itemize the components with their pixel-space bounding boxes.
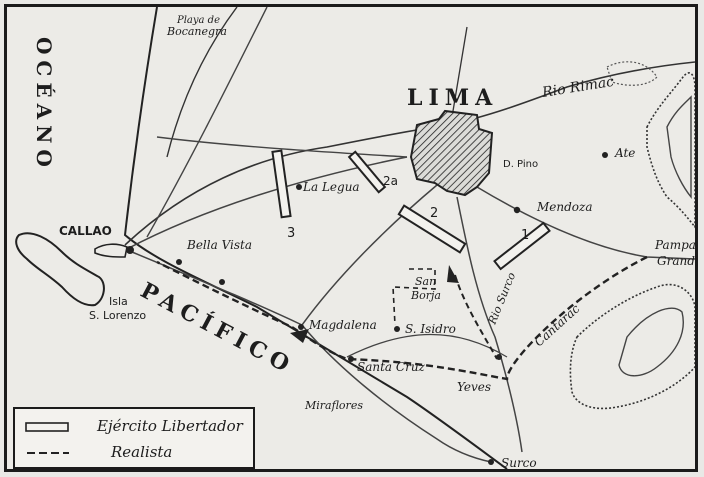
label-slorenzo: S. Lorenzo (89, 309, 146, 322)
label-isla: Isla (109, 295, 128, 308)
callao-point (94, 243, 128, 258)
legend-libertador-symbol (25, 422, 69, 432)
label-bocanegra: Bocanegra (166, 25, 227, 38)
position-3 (271, 149, 292, 219)
realista-route-north (454, 274, 498, 360)
arrow-magdalena (290, 329, 309, 343)
label-yeves: Yeves (457, 380, 491, 394)
road-north-callao (146, 7, 268, 238)
map-frame: LIMA Rio Rimac Playa de Bocanegra OCÉANO… (4, 4, 698, 472)
dot-callao (126, 246, 134, 254)
mountain-range-south-inner (618, 307, 684, 377)
label-ate: Ate (614, 146, 635, 160)
map-canvas: LIMA Rio Rimac Playa de Bocanegra OCÉANO… (15, 7, 695, 469)
legend-row-realista: Realista (15, 441, 253, 465)
dot-santa-cruz (348, 356, 354, 362)
coastline (123, 7, 508, 469)
map-legend: Ejército Libertador Realista (13, 407, 255, 469)
dot-s-isidro (394, 326, 400, 332)
label-santa-cruz: Santa Cruz (357, 360, 426, 374)
dot-bella-vista-b (219, 279, 225, 285)
dot-bella-vista-a (176, 259, 182, 265)
legend-realista-label: Realista (111, 443, 173, 461)
label-bella-vista: Bella Vista (186, 238, 252, 252)
road-callao-lima (126, 156, 408, 250)
dot-la-legua (296, 184, 302, 190)
mountain-range-north-inner (666, 95, 692, 199)
label-position-2: 2 (430, 206, 438, 221)
road-lima-magdalena (301, 184, 438, 326)
label-position-2a: 2a (383, 174, 398, 188)
san-lorenzo-island (15, 232, 105, 307)
label-oceano: OCÉANO (32, 37, 56, 173)
legend-realista-symbol (27, 452, 69, 454)
mountain-range-south (569, 283, 695, 410)
dot-mendoza (513, 206, 521, 214)
label-lima: LIMA (407, 85, 498, 111)
river-north (451, 26, 468, 118)
label-miraflores: Miraflores (304, 399, 363, 412)
position-1 (493, 221, 551, 271)
dot-magdalena (298, 324, 304, 330)
dot-surco (488, 459, 494, 465)
road-magdalena-miraflores (301, 324, 492, 463)
road-west (156, 136, 408, 158)
dot-ate (602, 152, 608, 158)
position-2a (347, 150, 387, 194)
label-rio-rimac: Rio Rimac (540, 74, 615, 101)
mountain-range-north (646, 72, 695, 229)
position-2 (397, 204, 467, 254)
legend-row-libertador: Ejército Libertador (15, 415, 253, 439)
label-playa: Playa de (176, 15, 220, 26)
lima-city (409, 109, 494, 197)
road-lima-surco (456, 196, 523, 453)
road-callao-magdalena (131, 251, 303, 326)
label-cantarac: Cantarac (532, 301, 583, 349)
label-mendoza: Mendoza (536, 200, 593, 214)
arrow-north (447, 265, 459, 283)
label-callao: CALLAO (59, 224, 112, 238)
label-position-1: 1 (521, 228, 529, 243)
label-d-pino: D. Pino (503, 159, 538, 170)
legend-libertador-label: Ejército Libertador (97, 417, 243, 435)
label-pampa: Pampa (654, 238, 695, 252)
realista-route (156, 255, 648, 381)
label-position-3: 3 (287, 226, 295, 241)
label-la-legua: La Legua (302, 180, 360, 194)
coastline-north (166, 7, 238, 158)
label-san: San (415, 275, 436, 288)
road-lima-east (476, 186, 695, 260)
san-borja-detour (392, 268, 436, 326)
label-grande: Grande (657, 254, 695, 268)
dot-yeves (496, 354, 502, 360)
label-s-isidro: S. Isidro (405, 322, 456, 336)
label-magdalena: Magdalena (308, 318, 377, 332)
hill-ate (606, 61, 658, 86)
label-borja: Borja (410, 289, 441, 302)
road-sanisidro (346, 333, 508, 358)
label-rio-surco: Rio Surco (485, 270, 518, 327)
label-surco: Surco (501, 456, 537, 469)
